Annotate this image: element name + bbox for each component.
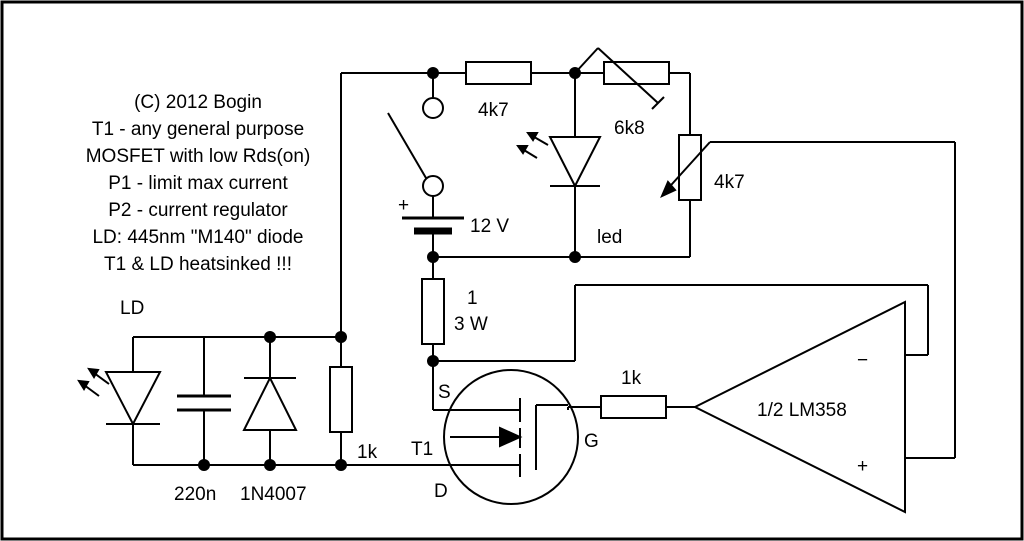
source-label: S: [438, 382, 451, 403]
laser-diode-icon: [77, 367, 162, 427]
led-label: led: [597, 227, 622, 248]
battery-label: 12 V: [470, 216, 509, 237]
capacitor-label: 220n: [174, 484, 216, 505]
battery-icon: [402, 216, 464, 235]
opamp-plus-label: +: [857, 456, 868, 477]
resistor-4k7-top-label: 4k7: [478, 100, 509, 121]
sense-resistor-power-label: 3 W: [454, 314, 488, 335]
battery-plus-label: +: [398, 195, 409, 216]
note-line-5: P2 - current regulator: [108, 200, 288, 221]
resistor-4k7-top-icon: [465, 61, 532, 85]
diode-label: 1N4007: [240, 484, 307, 505]
led-icon: [516, 132, 602, 189]
ld-label: LD: [120, 298, 144, 319]
notes-block: (C) 2012 Bogin T1 - any general purpose …: [86, 92, 311, 275]
sense-resistor-value-label: 1: [467, 288, 478, 309]
mosfet-icon: [443, 369, 579, 505]
note-line-1: (C) 2012 Bogin: [134, 92, 262, 113]
switch-icon: [387, 97, 444, 197]
transistor-label: T1: [411, 439, 433, 460]
opamp-minus-label: −: [857, 350, 868, 371]
sense-resistor-icon: [421, 278, 445, 345]
potentiometer-4k7-label: 4k7: [714, 172, 745, 193]
note-line-3: MOSFET with low Rds(on): [86, 146, 311, 167]
drain-label: D: [434, 481, 448, 502]
note-line-4: P1 - limit max current: [108, 173, 288, 194]
resistor-1k-left-label: 1k: [357, 442, 378, 463]
note-line-2: T1 - any general purpose: [92, 119, 304, 140]
note-line-6: LD: 445nm "M140" diode: [92, 227, 303, 248]
gate-resistor-label: 1k: [621, 368, 642, 389]
gate-label: G: [584, 431, 599, 452]
opamp-icon: [692, 300, 906, 514]
resistor-1k-left-icon: [329, 366, 353, 433]
wires: [132, 72, 956, 466]
opamp-label: 1/2 LM358: [757, 400, 847, 421]
potentiometer-4k7-icon: [660, 134, 711, 201]
capacitor-icon: [177, 394, 231, 412]
gate-resistor-icon: [600, 395, 667, 419]
note-line-7: T1 & LD heatsinked !!!: [104, 254, 292, 275]
junction-dots: [198, 67, 581, 471]
rectifier-diode-icon: [242, 375, 298, 431]
trimmer-6k8-label: 6k8: [614, 118, 645, 139]
